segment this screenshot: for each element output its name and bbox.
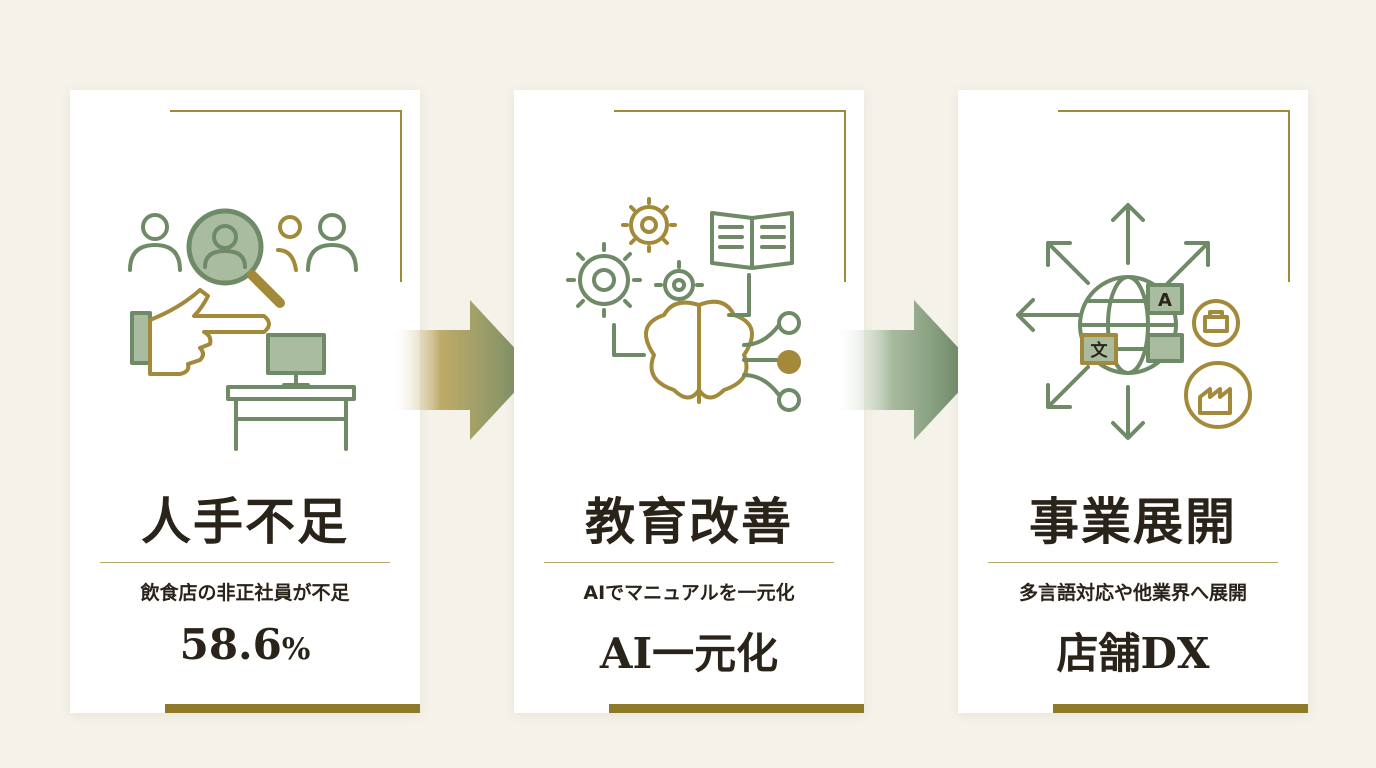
- card-business-expansion: A 文 事業展開 多言語対応や他業界へ展開 店舗DX: [958, 90, 1308, 713]
- gears-book-brain-icon: [566, 197, 801, 412]
- stat-unit: %: [281, 632, 311, 667]
- footer-bar: [165, 704, 420, 713]
- globe-language-arrows-icon: A 文: [1016, 203, 1252, 440]
- letter-wen: 文: [1091, 340, 1109, 361]
- card-title: 事業展開: [1029, 492, 1237, 551]
- card-education: 教育改善 AIでマニュアルを一元化 AI一元化: [514, 90, 864, 713]
- magnifier-people-hand-desk-icon: [128, 208, 358, 451]
- divider: [988, 562, 1278, 563]
- card-subtitle: AIでマニュアルを一元化: [583, 582, 795, 604]
- arrow-right-icon: [834, 300, 979, 440]
- card-stat: 58.6%: [70, 620, 420, 669]
- card-subtitle: 多言語対応や他業界へ展開: [1018, 582, 1247, 604]
- card-stat: AI一元化: [599, 629, 779, 678]
- letter-a: A: [1158, 290, 1172, 311]
- card-stat: 店舗DX: [1056, 629, 1210, 678]
- card-title: 人手不足: [141, 492, 349, 551]
- footer-bar: [609, 704, 864, 713]
- card-subtitle: 飲食店の非正社員が不足: [140, 582, 350, 604]
- stat-value: 58.6: [179, 620, 282, 669]
- corner-frame: [1058, 110, 1290, 282]
- card-staff-shortage: 人手不足 飲食店の非正社員が不足 58.6%: [70, 90, 420, 713]
- footer-bar: [1053, 704, 1308, 713]
- corner-frame: [170, 110, 402, 282]
- arrow-right-icon: [390, 300, 535, 440]
- divider: [544, 562, 834, 563]
- card-title: 教育改善: [585, 492, 793, 551]
- corner-frame: [614, 110, 846, 282]
- divider: [100, 562, 390, 563]
